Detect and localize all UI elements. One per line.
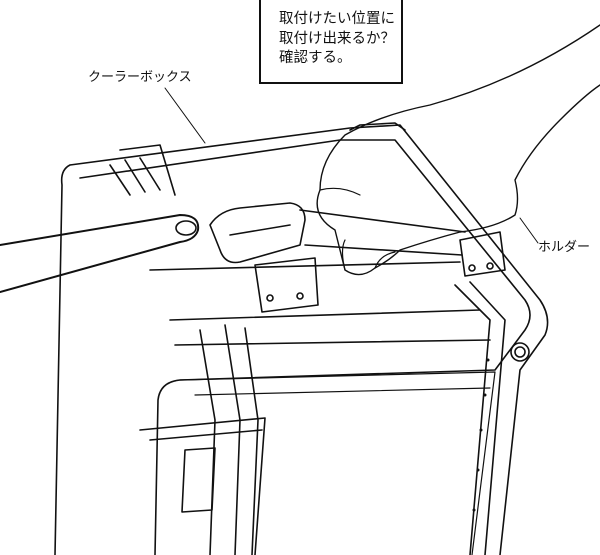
holder-base xyxy=(254,257,319,313)
pole xyxy=(0,214,200,293)
holder-bracket xyxy=(209,202,306,264)
side-handle xyxy=(139,417,266,555)
holder-rail xyxy=(299,209,466,256)
top-right-rib xyxy=(349,122,406,131)
top-ribs xyxy=(109,144,176,196)
callout-line: 取付け出来るか？ xyxy=(279,30,395,47)
cooler-leader-line xyxy=(164,87,206,144)
strap-left xyxy=(199,324,259,555)
instruction-callout: 取付けたい位置に 取付け出来るか？ 確認する。 xyxy=(259,0,403,84)
corner-hole xyxy=(510,342,530,362)
holder-right-mount xyxy=(459,231,506,277)
hand xyxy=(316,24,600,276)
callout-line: 確認する。 xyxy=(279,50,352,66)
callout-line: 取付けたい位置に xyxy=(279,11,395,27)
cooler-box-label: クーラーボックス xyxy=(88,70,192,85)
cooler-body-outline xyxy=(54,124,549,555)
cooler-lid-inner xyxy=(79,139,531,555)
holder-label: ホルダー xyxy=(538,240,591,255)
holder-leader-line xyxy=(519,217,539,244)
strap-rivets xyxy=(472,358,490,512)
cooler-front-face xyxy=(179,371,496,555)
strap-right xyxy=(454,281,506,555)
